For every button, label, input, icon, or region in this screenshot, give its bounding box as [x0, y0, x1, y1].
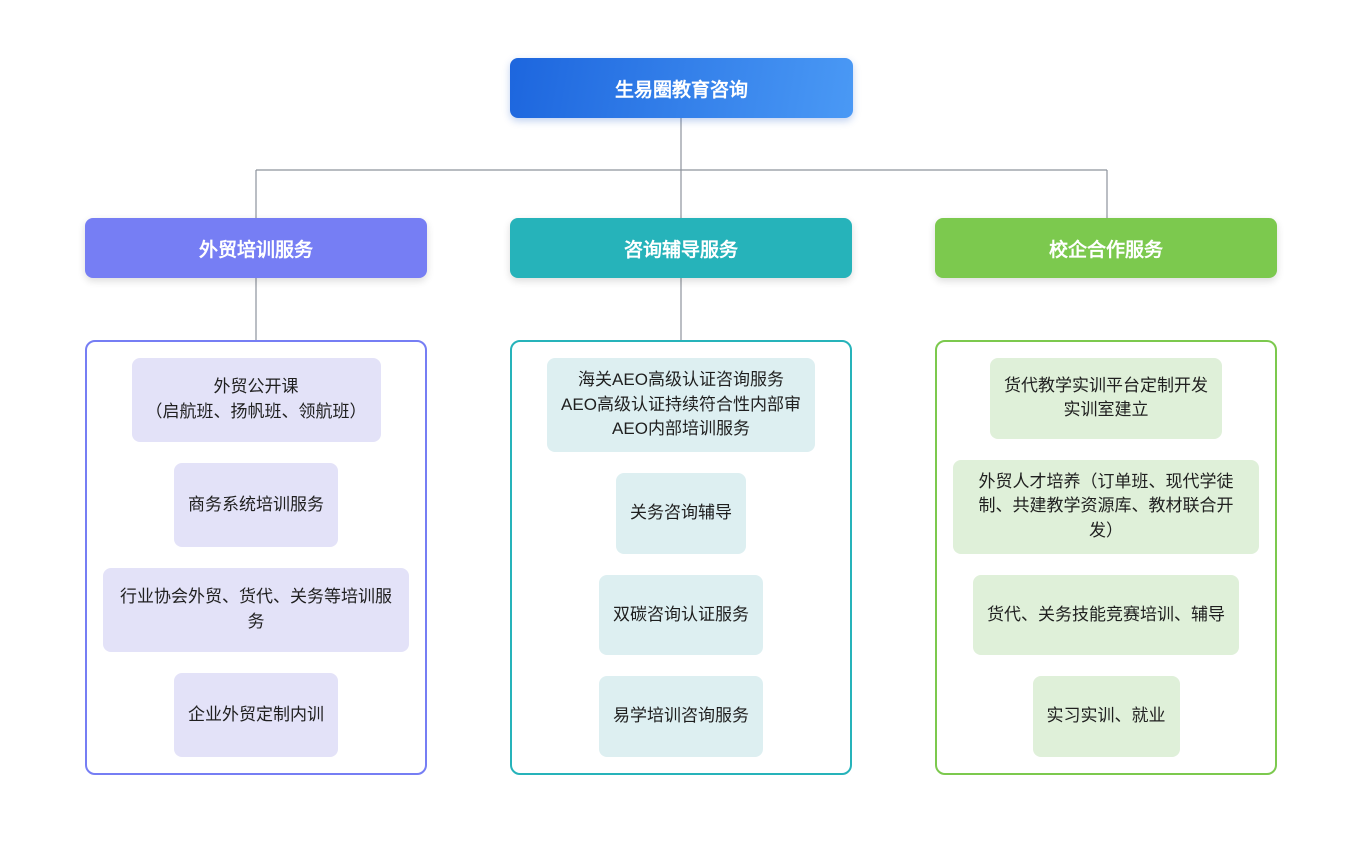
- leaf-node: 实习实训、就业: [1032, 676, 1180, 757]
- branch-header-consulting: 咨询辅导服务: [510, 218, 852, 278]
- branch-list-consulting: 海关AEO高级认证咨询服务 AEO高级认证持续符合性内部审 AEO内部培训服务 …: [510, 340, 852, 775]
- leaf-node: 货代、关务技能竞赛培训、辅导: [973, 574, 1239, 656]
- root-node-label: 生易圈教育咨询: [614, 79, 748, 101]
- leaf-node: 海关AEO高级认证咨询服务 AEO高级认证持续符合性内部审 AEO内部培训服务: [547, 358, 815, 452]
- leaf-node: 双碳咨询认证服务: [599, 574, 763, 656]
- leaf-node: 关务咨询辅导: [616, 472, 746, 554]
- leaf-node: 行业协会外贸、货代、关务等培训服务: [103, 568, 409, 652]
- branch-list-school-enterprise: 货代教学实训平台定制开发 实训室建立 外贸人才培养（订单班、现代学徒制、共建教学…: [935, 340, 1277, 775]
- branch-header-label: 校企合作服务: [1048, 239, 1163, 261]
- leaf-node: 企业外贸定制内训: [174, 673, 338, 757]
- leaf-node: 商务系统培训服务: [174, 463, 338, 547]
- branch-list-trade-training: 外贸公开课 （启航班、扬帆班、领航班） 商务系统培训服务 行业协会外贸、货代、关…: [85, 340, 427, 775]
- branch-header-trade-training: 外贸培训服务: [85, 218, 427, 278]
- leaf-node: 外贸公开课 （启航班、扬帆班、领航班）: [131, 358, 381, 442]
- leaf-node: 外贸人才培养（订单班、现代学徒制、共建教学资源库、教材联合开发）: [953, 459, 1259, 554]
- leaf-node: 货代教学实训平台定制开发 实训室建立: [990, 358, 1222, 439]
- branch-header-label: 咨询辅导服务: [623, 239, 738, 261]
- branch-header-school-enterprise: 校企合作服务: [935, 218, 1277, 278]
- leaf-node: 易学培训咨询服务: [599, 676, 763, 757]
- root-node: 生易圈教育咨询: [510, 58, 853, 118]
- branch-header-label: 外贸培训服务: [198, 239, 313, 261]
